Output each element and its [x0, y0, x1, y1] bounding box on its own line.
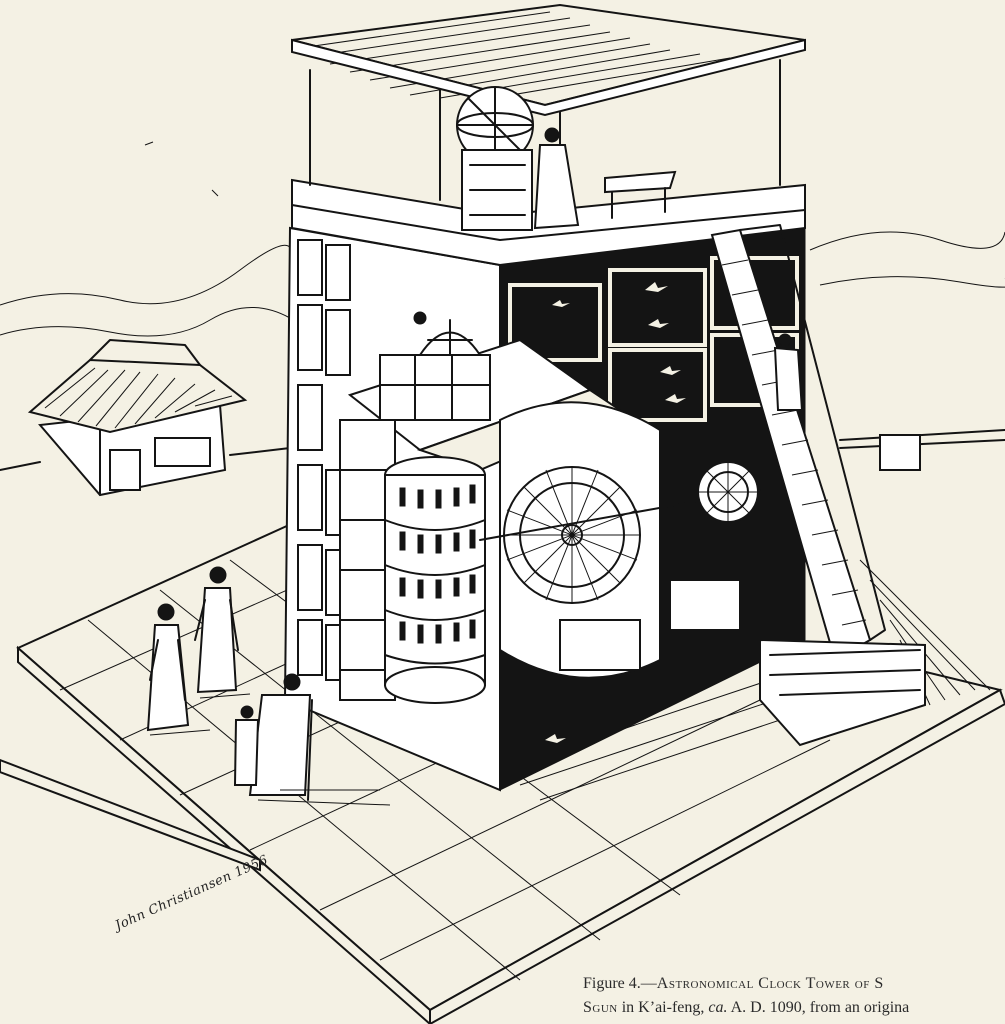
jack-drum-tower [339, 419, 486, 704]
armillary-sphere-icon [456, 86, 534, 231]
figure-shadows [149, 693, 391, 806]
water-wheel-icon [479, 401, 761, 679]
bird-icon [545, 282, 686, 743]
caption-line-2: Sgun in K’ai-feng, ca. A. D. 1090, from … [583, 996, 1005, 1020]
caption-circa: ca. [708, 999, 728, 1016]
caption-name: Sgun [583, 999, 618, 1016]
figure-elder [233, 673, 313, 801]
caption-date: A. D. 1090, from an origina [727, 999, 910, 1016]
distant-hills [0, 141, 1005, 337]
caption-figure-label: Figure 4.— [583, 975, 657, 992]
figure-top [533, 127, 580, 230]
figure-caption: Figure 4.—Astronomical Clock Tower of S … [583, 972, 1005, 1020]
pavilion [0, 339, 291, 497]
figure-courtier-1 [146, 603, 190, 732]
caption-title: Astronomical Clock Tower of S [656, 975, 884, 992]
celestial-globe-icon [379, 311, 491, 421]
staircase [710, 224, 926, 747]
caption-place: in K’ai-feng, [617, 999, 709, 1016]
table-top [604, 170, 677, 219]
figure-courtier-2 [194, 566, 239, 694]
caption-line-1: Figure 4.—Astronomical Clock Tower of S [583, 972, 1005, 996]
background-wall [839, 429, 1005, 471]
